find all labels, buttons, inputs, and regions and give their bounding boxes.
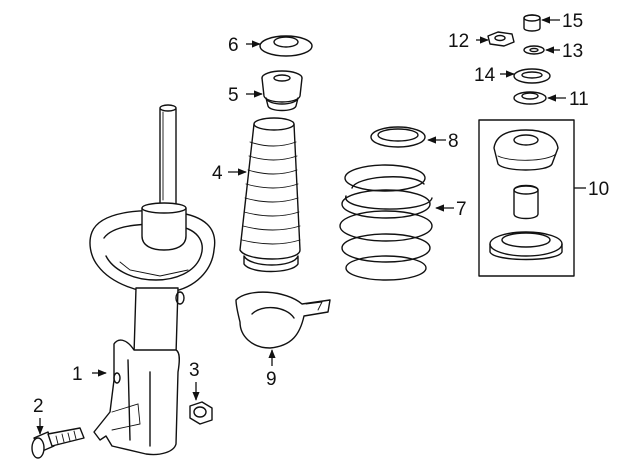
upper-seat — [259, 35, 313, 57]
callout-8: 8 — [448, 131, 459, 152]
callout-3: 3 — [189, 360, 200, 381]
spring-insulator — [370, 126, 426, 148]
callout-leaders — [36, 16, 586, 435]
lower-insulator — [235, 291, 331, 349]
callout-7: 7 — [456, 199, 467, 220]
callout-labels: 1 2 3 4 5 6 7 8 9 10 11 12 13 14 15 — [33, 11, 609, 417]
callout-9: 9 — [266, 369, 277, 390]
strut-assembly — [89, 104, 216, 456]
callout-6: 6 — [228, 35, 239, 56]
upper-mount-kit — [478, 119, 575, 277]
callout-13: 13 — [562, 41, 583, 62]
callout-11: 11 — [569, 89, 589, 110]
cap — [523, 14, 541, 32]
callout-1: 1 — [72, 364, 83, 385]
callout-15: 15 — [562, 11, 583, 32]
callout-14: 14 — [474, 65, 496, 86]
bump-stop — [261, 70, 303, 112]
callout-12: 12 — [448, 31, 469, 52]
washer — [523, 45, 545, 55]
top-nut — [487, 31, 515, 47]
bearing — [513, 91, 547, 105]
callout-5: 5 — [228, 85, 239, 106]
nut — [189, 401, 213, 425]
retainer — [513, 68, 551, 84]
coil-spring — [339, 164, 433, 281]
callout-2: 2 — [33, 396, 44, 417]
callout-10: 10 — [588, 179, 609, 200]
dust-boot — [239, 117, 301, 273]
callout-4: 4 — [212, 163, 223, 184]
